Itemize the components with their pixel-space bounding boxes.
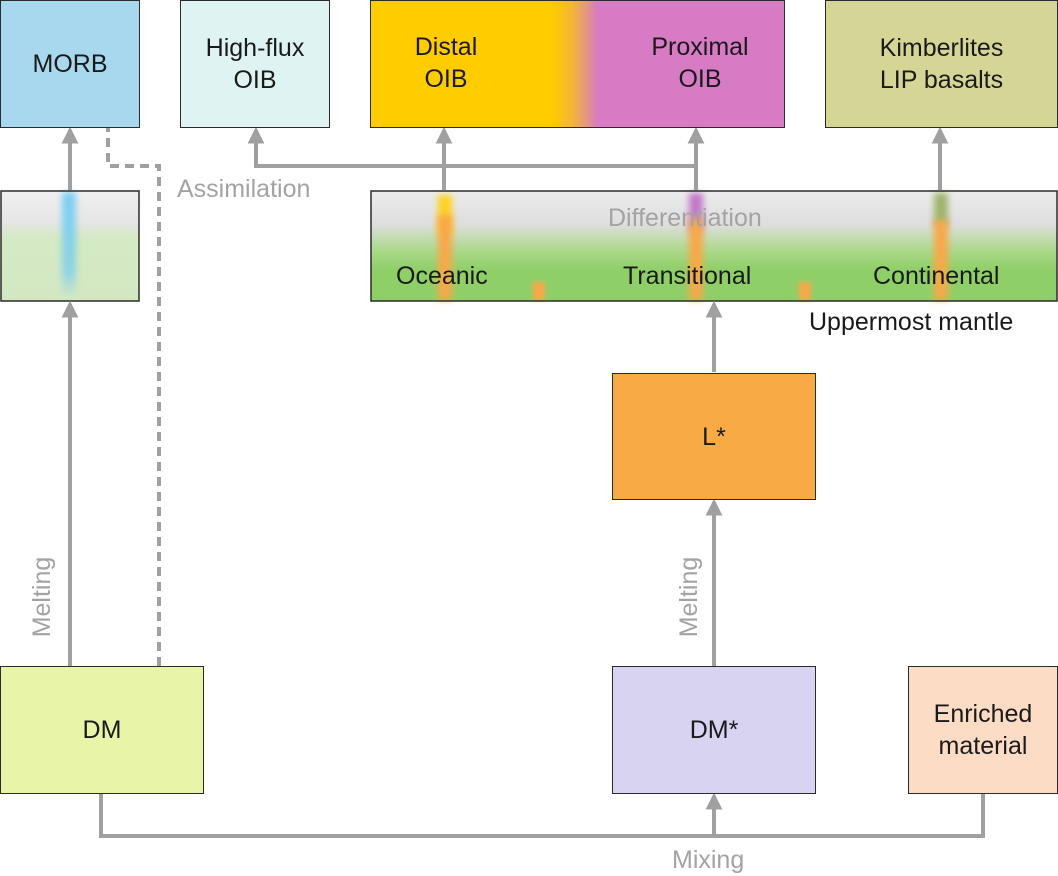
transitional-label: Transitional [623, 262, 752, 290]
continental-label: Continental [873, 262, 1000, 290]
melting-label-left: Melting [28, 556, 56, 638]
kimberlites-box: Kimberlites LIP basalts [825, 0, 1058, 128]
kimberlites-label-1: Kimberlites [879, 34, 1004, 62]
mixing-line [99, 794, 985, 838]
proximal-label-1: Proximal [651, 33, 749, 61]
high-flux-arrow [247, 126, 696, 168]
morb-source-panel [0, 190, 140, 302]
high-flux-oib-box: High-flux OIB [180, 0, 330, 128]
dm-star-box: DM* [612, 666, 816, 794]
distal-oib-label: Distal OIB [390, 31, 502, 95]
assimilation-dashed-line [106, 128, 161, 666]
distal-label-2: OIB [424, 65, 468, 93]
distal-label-1: Distal [414, 33, 478, 61]
proximal-oib-label: Proximal OIB [632, 31, 768, 95]
mixing-label: Mixing [672, 846, 745, 874]
l-star-box: L* [612, 373, 816, 500]
proximal-label-2: OIB [678, 65, 722, 93]
morb-box: MORB [0, 0, 140, 128]
enriched-material-box: Enriched material [908, 666, 1058, 794]
l-star-label: L* [702, 422, 726, 451]
oceanic-label: Oceanic [396, 262, 488, 290]
morb-label: MORB [32, 50, 108, 78]
assimilation-label: Assimilation [177, 175, 311, 203]
uppermost-mantle-label: Uppermost mantle [809, 308, 1014, 336]
kimberlites-label-2: LIP basalts [879, 66, 1004, 94]
high-flux-label-1: High-flux [205, 34, 305, 62]
distal-proximal-oib-box [370, 0, 785, 128]
oib-gradient-fill [371, 1, 784, 127]
enriched-label-2: material [938, 732, 1028, 760]
enriched-label-1: Enriched [933, 700, 1033, 728]
differentiation-label: Differentiation [608, 204, 762, 232]
dm-box: DM [0, 666, 204, 794]
dm-star-label: DM* [689, 716, 739, 744]
uppermost-mantle-panel [370, 190, 1058, 302]
dm-label: DM [82, 716, 122, 744]
melting-label-right: Melting [675, 556, 703, 638]
high-flux-label-2: OIB [233, 66, 277, 94]
connector-arrows [61, 126, 985, 838]
